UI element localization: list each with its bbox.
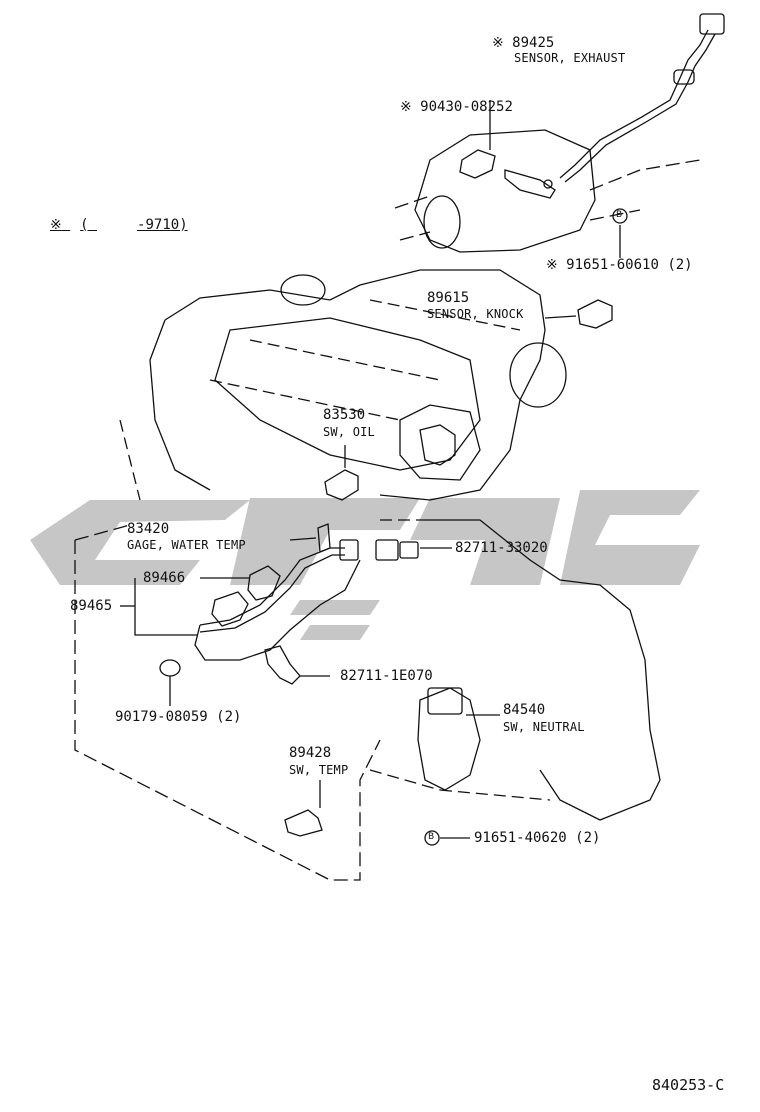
engine-dash-right (369, 299, 521, 331)
harness-wire-3 (194, 559, 361, 661)
bolt-mark-circle-bottom (424, 830, 440, 846)
watermark-logo (30, 490, 700, 640)
watermark-shape-4 (560, 490, 700, 585)
callout-89466-number: 89466 (143, 570, 186, 586)
neutral-switch (417, 687, 481, 791)
callout-84540-desc: SW, NEUTRAL (503, 720, 585, 734)
harness-wire-2 (199, 554, 345, 633)
callout-90179-number: 90179-08059 (2) (115, 709, 242, 725)
manifold-dash-3 (589, 159, 701, 191)
watermark-shape-2 (230, 498, 420, 585)
callout-90430-number: 90430-08252 (420, 99, 513, 115)
exhaust-sensor-wire (559, 29, 709, 179)
engine-dash-mid (249, 339, 441, 381)
pulley (509, 342, 567, 408)
callout-83530-desc: SW, OIL (323, 425, 375, 439)
transmission-outline (420, 519, 661, 821)
engine-outline-left (149, 319, 211, 491)
neutral-switch-connector (427, 687, 463, 715)
figure-code: 840253-C (652, 1076, 725, 1094)
exhaust-manifold-outline (414, 129, 596, 253)
callout-89425: ※ 89425 (492, 36, 554, 50)
oil-switch (324, 469, 359, 501)
engine-dash-left (119, 419, 141, 501)
legend-range: ※ ( -9710) (50, 218, 188, 232)
callout-91651-40620-number: 91651-40620 (2) (474, 830, 601, 846)
legend-open: ( (80, 217, 89, 233)
harness-wire-1 (199, 547, 345, 626)
bolt-mark-top: B (616, 210, 623, 220)
callout-83420-desc: GAGE, WATER TEMP (127, 538, 246, 552)
bolt-mark-bottom: B (428, 832, 435, 842)
callout-89428-number: 89428 (289, 745, 332, 761)
temp-switch (284, 809, 323, 837)
callout-89428-desc: SW, TEMP (289, 763, 349, 777)
watermark-shape-5 (290, 600, 380, 640)
callout-82711-1E070-number: 82711-1E070 (340, 668, 433, 684)
throttle-body (399, 404, 481, 481)
callout-90430: ※ 90430-08252 (400, 100, 513, 114)
bolt-mark-circle-top (612, 208, 628, 224)
gasket-plate (459, 149, 496, 179)
throttle-detail (419, 424, 456, 466)
manifold-dash-1 (394, 195, 431, 209)
exhaust-grommet (673, 69, 695, 85)
leader-83420 (289, 537, 317, 541)
manifold-dash-2 (399, 231, 431, 241)
manifold-dash-4 (589, 209, 641, 221)
engine-cover (214, 317, 481, 471)
callout-89465-number: 89465 (70, 598, 113, 614)
leader-89615 (544, 315, 577, 319)
callout-89425-mark: ※ (492, 35, 504, 51)
sensor-connector-a (339, 539, 359, 561)
callout-90430-mark: ※ (400, 99, 412, 115)
manifold-pipe-end (423, 195, 461, 249)
sensor-gasket (247, 565, 281, 601)
engine-outline (164, 269, 546, 501)
callout-91651-60610: ※ 91651-60610 (2) (546, 258, 693, 272)
callout-89425-number: 89425 (512, 35, 555, 51)
line-art (74, 13, 725, 881)
engine-dash-top (209, 379, 401, 421)
callout-89615-number: 89615 (427, 290, 470, 306)
callout-83420-number: 83420 (127, 521, 170, 537)
callout-89425-desc: SENSOR, EXHAUST (514, 51, 626, 65)
lower-dash-boundary (74, 540, 381, 881)
crank-sensor (211, 591, 249, 627)
exhaust-sensor-wire-2 (564, 33, 716, 183)
callout-82711-33020-number: 82711-33020 (455, 540, 548, 556)
exhaust-sensor-connector (699, 13, 725, 35)
transmission-dash-3 (369, 769, 441, 791)
callout-89615-desc: SENSOR, KNOCK (427, 307, 524, 321)
oil-cap (280, 274, 326, 306)
bracket-89465 (134, 578, 198, 636)
callout-91651-60610-number: 91651-60610 (2) (566, 257, 693, 273)
sensor-bolt (543, 179, 553, 189)
watermark-shape-1 (30, 500, 250, 585)
lower-dash-top (74, 524, 131, 541)
callout-84540-number: 84540 (503, 702, 546, 718)
knock-sensor (577, 299, 613, 329)
transmission-dash-2 (439, 789, 551, 801)
callout-91651-60610-mark: ※ (546, 257, 558, 273)
hole-plug (159, 659, 181, 677)
legend-mark: ※ (50, 217, 62, 233)
sensor-connector-c (399, 541, 419, 559)
sensor-connector-b (375, 539, 399, 561)
sensor-body (504, 169, 556, 199)
legend-value: -9710) (137, 217, 188, 233)
callout-83530-number: 83530 (323, 407, 366, 423)
harness-clamp (264, 645, 301, 685)
